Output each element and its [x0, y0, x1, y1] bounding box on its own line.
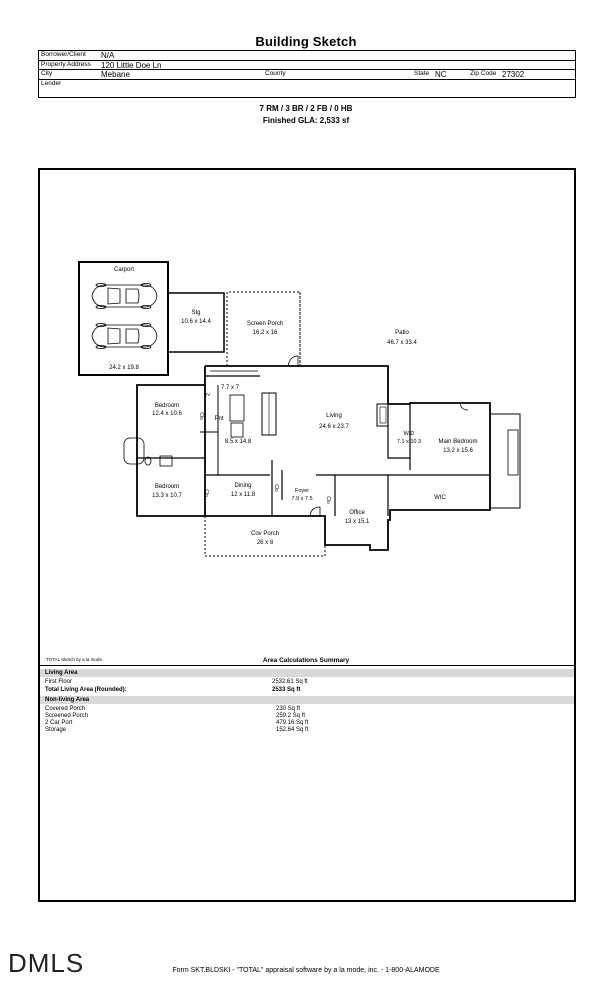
city-label: City — [41, 70, 53, 77]
city-value: Mebane — [101, 70, 130, 79]
main-bedroom-label: Main Bedroom — [438, 439, 477, 445]
area-calc-title: Area Calculations Summary — [262, 657, 350, 664]
floor-plan-sketch: Carport 24.2 x 19.8 Stg 10.6 x 14.4 Scre… — [78, 261, 521, 557]
dining-dims: 12 x 11.8 — [231, 492, 256, 498]
address-value: 120 Little Doe Ln — [101, 60, 162, 70]
nonliving-label: 2 Car Port — [45, 720, 73, 726]
main-bath-outline — [490, 413, 521, 509]
sketch-frame — [38, 168, 576, 902]
office-label: Office — [349, 510, 365, 516]
pantry-label: Pnt — [214, 416, 223, 422]
kitchen-dims: 8.5 x 14.8 — [225, 439, 252, 445]
nonliving-label: Covered Porch — [45, 706, 86, 712]
covered-porch-outline — [204, 516, 326, 557]
area-divider — [40, 665, 574, 666]
nonliving-value: 259.2 Sq ft — [276, 713, 306, 719]
storage-label: Stg — [191, 310, 200, 316]
address-row: Property Address 120 Little Doe Ln — [39, 60, 575, 70]
zip-label: Zip Code — [470, 70, 497, 77]
screen-porch-outline — [226, 291, 301, 366]
cov-porch-label: Cov Porch — [251, 531, 279, 537]
bedroom1-label: Bedroom — [155, 403, 179, 409]
nonliving-header: Non-living Area — [45, 697, 90, 703]
room-count-summary: 7 RM / 3 BR / 2 FB / 0 HB — [259, 104, 353, 113]
address-label: Property Address — [41, 60, 91, 68]
borrower-label: Borrower/Client — [41, 51, 86, 58]
state-value: NC — [435, 70, 447, 79]
carport-outline — [78, 261, 169, 376]
living-label: Living — [326, 413, 342, 419]
wd-label: W/D — [404, 431, 415, 437]
ov-label: OV — [204, 392, 211, 397]
screen-porch-dims: 16.2 x 16 — [253, 330, 278, 336]
nonliving-area-band — [40, 696, 574, 704]
office-dims: 13 x 15.1 — [345, 519, 370, 525]
living-dims: 24.6 x 23.7 — [319, 424, 349, 430]
closet-label-4: Clo — [325, 496, 331, 504]
total-living-value: 2533 Sq ft — [272, 687, 301, 693]
closet-label-2: Clo — [203, 489, 209, 497]
cov-porch-dims: 26 x 8 — [257, 540, 274, 546]
first-floor-value: 2532.61 Sq ft — [272, 679, 308, 685]
county-label: County — [265, 70, 286, 77]
bedroom1-dims: 12.4 x 10.6 — [152, 411, 182, 417]
foyer-label: Foyer — [295, 488, 309, 494]
living-area-band — [40, 669, 574, 677]
foyer-dims: 7.9 x 7.5 — [291, 496, 312, 502]
zip-value: 27302 — [502, 70, 525, 79]
screen-porch-label: Screen Porch — [247, 321, 283, 327]
small-room-dims: 7.7 x 7 — [221, 385, 240, 391]
living-area-header: Living Area — [45, 670, 78, 676]
nonliving-label: Screened Porch — [45, 713, 89, 719]
state-label: State — [414, 70, 430, 77]
wic-label: WIC — [434, 495, 446, 501]
storage-outline — [167, 292, 225, 353]
borrower-value: N/A — [101, 51, 115, 60]
first-floor-label: First Floor — [45, 679, 72, 685]
carport-dims: 24.2 x 19.8 — [109, 365, 139, 371]
nonliving-label: Storage — [45, 727, 67, 733]
page-title: Building Sketch — [255, 34, 357, 49]
car-icon-top — [91, 283, 158, 309]
closet-label-3: Clo — [273, 484, 279, 492]
dmls-logo: DMLS — [8, 948, 85, 978]
nonliving-value: 479.16 Sq ft — [276, 720, 309, 726]
property-info-table: Borrower/Client N/A Property Address 120… — [38, 50, 576, 98]
wd-dims: 7.1 x 10.3 — [397, 439, 421, 445]
patio-label: Patio — [395, 330, 409, 336]
nonliving-value: 230 Sq ft — [276, 706, 301, 712]
sketch-credit: TOTAL Sketch by a la mode — [46, 657, 102, 662]
borrower-row: Borrower/Client N/A — [39, 51, 575, 61]
dining-label: Dining — [234, 483, 251, 489]
patio-dims: 46.7 x 33.4 — [387, 340, 417, 346]
bedroom2-dims: 13.3 x 10.7 — [152, 493, 182, 499]
closet-label-1: Clo — [198, 412, 204, 420]
form-footer: Form SKT.BLDSKI - "TOTAL" appraisal soft… — [172, 967, 440, 974]
carport-label: Carport — [114, 267, 134, 273]
city-row: City Mebane County State NC Zip Code 273… — [39, 70, 575, 80]
lender-row: Lender — [39, 80, 575, 90]
total-living-label: Total Living Area (Rounded): — [45, 687, 127, 693]
finished-gla: Finished GLA: 2,533 sf — [262, 116, 350, 125]
car-icon-bottom — [91, 323, 158, 349]
nonliving-value: 152.64 Sq ft — [276, 727, 309, 733]
bedroom2-label: Bedroom — [155, 484, 179, 490]
lender-label: Lender — [41, 79, 62, 87]
main-bedroom-dims: 13.2 x 15.6 — [443, 448, 473, 454]
storage-dims: 10.6 x 14.4 — [181, 319, 211, 325]
